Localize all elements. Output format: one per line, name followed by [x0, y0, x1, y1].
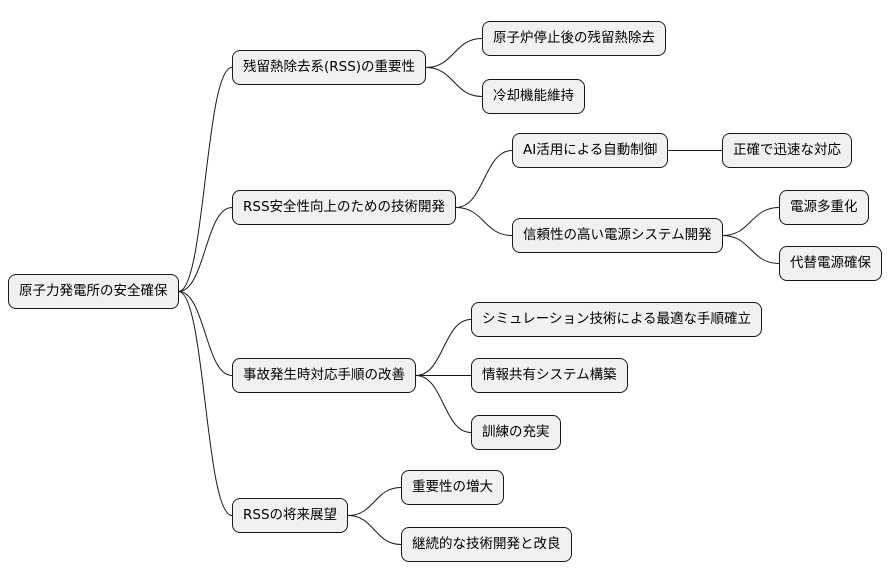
- sub-branch-node-reliable-power: 信頼性の高い電源システム開発: [512, 218, 723, 253]
- edge-leaf-node-power-redundancy: [722, 207, 780, 236]
- leaf-node-continuous-development: 継続的な技術開発と改良: [401, 527, 572, 562]
- leaf-node-simulation-procedures: シミュレーション技術による最適な手順確立: [471, 302, 763, 337]
- edge-branch-node-rss-future: [178, 291, 233, 516]
- leaf-node-info-sharing-system: 情報共有システム構築: [471, 358, 628, 393]
- edge-leaf-node-training: [415, 375, 472, 433]
- branch-node-rss-importance: 残留熱除去系(RSS)の重要性: [232, 50, 427, 85]
- edge-sub-branch-node-ai-control: [456, 150, 513, 208]
- leaf-node-training: 訓練の充実: [471, 415, 561, 450]
- edge-branch-node-rss-importance: [178, 67, 233, 292]
- edge-leaf-node-cooling-maintenance: [426, 67, 483, 97]
- leaf-node-cooling-maintenance: 冷却機能維持: [482, 79, 585, 114]
- edge-leaf-node-simulation-procedures: [415, 319, 472, 376]
- root-node: 原子力発電所の安全確保: [8, 274, 179, 309]
- sub-branch-node-ai-control: AI活用による自動制御: [512, 133, 669, 168]
- edge-sub-branch-node-reliable-power: [456, 207, 513, 236]
- leaf-node-backup-power: 代替電源確保: [779, 246, 882, 281]
- leaf-node-accurate-response: 正確で迅速な対応: [722, 133, 852, 168]
- edge-leaf-node-residual-heat-removal: [426, 38, 483, 68]
- edge-branch-node-rss-tech-development: [178, 207, 233, 292]
- edge-leaf-node-growing-importance: [348, 487, 402, 516]
- leaf-node-residual-heat-removal: 原子炉停止後の残留熱除去: [482, 21, 666, 56]
- branch-node-rss-future: RSSの将来展望: [232, 498, 349, 533]
- branch-node-rss-tech-development: RSS安全性向上のための技術開発: [232, 190, 457, 225]
- branch-node-accident-procedures: 事故発生時対応手順の改善: [232, 358, 416, 393]
- edge-leaf-node-backup-power: [722, 235, 780, 264]
- edge-leaf-node-continuous-development: [348, 515, 402, 545]
- leaf-node-growing-importance: 重要性の増大: [401, 470, 504, 505]
- edge-branch-node-accident-procedures: [178, 291, 233, 376]
- leaf-node-power-redundancy: 電源多重化: [779, 190, 869, 225]
